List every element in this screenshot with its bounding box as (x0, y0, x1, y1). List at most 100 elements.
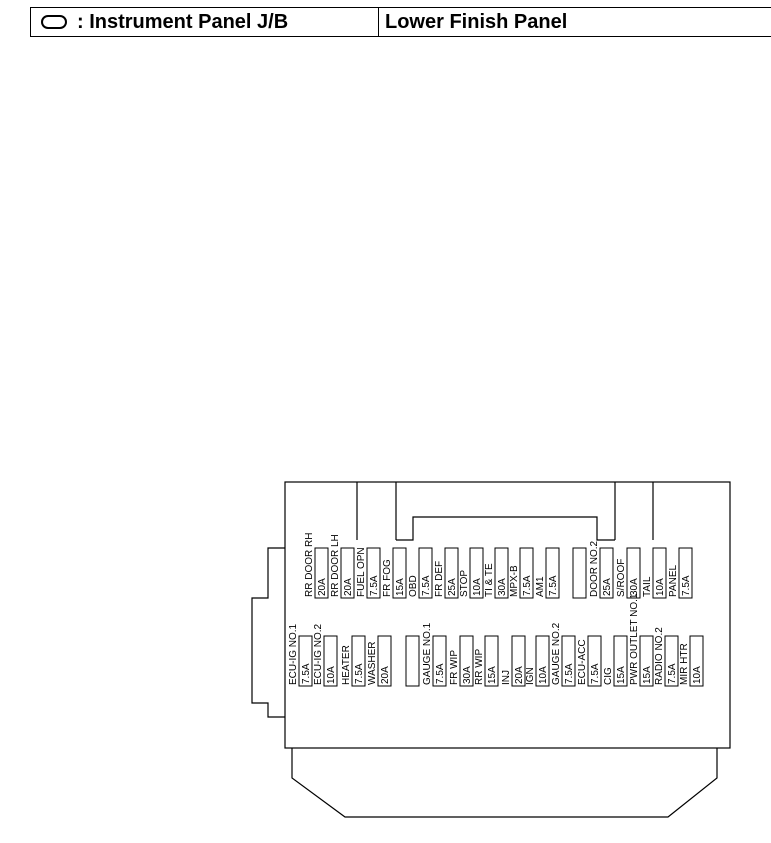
fuse-label: RR WIP (474, 649, 485, 685)
fuse-rating: 7.5A (354, 663, 365, 684)
fuse-label: GAUGE NO.1 (422, 622, 433, 685)
lower-tray (291, 748, 718, 818)
fuse-rating: 15A (642, 666, 653, 684)
panel-label: Lower Finish Panel (385, 10, 568, 33)
fuse-rating: 7.5A (548, 575, 559, 596)
fuse-label: CIG (603, 667, 614, 685)
fuse-slot (405, 635, 420, 687)
fuse-rating: 7.5A (667, 663, 678, 684)
fuse-slot (494, 547, 509, 599)
fuse-slot (444, 547, 459, 599)
panel-cell: Lower Finish Panel (379, 8, 567, 36)
fuse-slot (572, 547, 587, 599)
fuse-rating: 30A (629, 578, 640, 596)
side-bracket (251, 547, 285, 718)
fuse-slot (519, 547, 534, 599)
fuse-label: PWR OUTLET NO.1 (629, 593, 640, 685)
fuse-slot (392, 547, 407, 599)
fuse-rating: 10A (655, 578, 666, 596)
fuse-rating: 10A (538, 666, 549, 684)
fuse-slot (459, 635, 474, 687)
fuse-label: FR DEF (434, 561, 445, 597)
fuse-label: WASHER (367, 641, 378, 685)
fuse-rating: 25A (447, 578, 458, 596)
fuse-rating: 15A (487, 666, 498, 684)
fuse-label: TI & TE (484, 563, 495, 597)
fuse-rating: 20A (514, 666, 525, 684)
fuse-label: FR FOG (382, 559, 393, 597)
fuse-slot (469, 547, 484, 599)
block-body (284, 481, 731, 749)
fuse-rating: 10A (472, 578, 483, 596)
fuse-rating: 7.5A (522, 575, 533, 596)
fuse-slot (664, 635, 679, 687)
fuse-label: RR DOOR LH (330, 534, 341, 597)
fuse-label: OBD (408, 575, 419, 597)
fuse-rating: 7.5A (421, 575, 432, 596)
fuse-slot (314, 547, 329, 599)
fuse-bottom-5 (405, 635, 420, 687)
fuse-rating: 10A (692, 666, 703, 684)
fuse-slot (545, 547, 560, 599)
fuse-slot (587, 635, 602, 687)
fuse-rating: 15A (616, 666, 627, 684)
location-label: : Instrument Panel J/B (77, 10, 289, 33)
junction-block-outline (251, 481, 731, 818)
fuse-label: INJ (501, 670, 512, 685)
fuse-rating: 20A (317, 578, 328, 596)
fuse-label: MPX-B (509, 565, 520, 597)
fuse-rating: 7.5A (590, 663, 601, 684)
fuse-slot (323, 635, 338, 687)
fuse-slot (432, 635, 447, 687)
fuse-slot (639, 635, 654, 687)
fuse-slot (626, 547, 641, 599)
fuse-label: PANEL (668, 565, 679, 597)
fuse-slot (298, 635, 313, 687)
fuse-slot (613, 635, 628, 687)
fuse-slot (351, 635, 366, 687)
fuse-rating: 20A (343, 578, 354, 596)
location-cell: : Instrument Panel J/B (31, 8, 379, 36)
fuse-rating: 7.5A (369, 575, 380, 596)
location-header: : Instrument Panel J/B Lower Finish Pane… (30, 7, 771, 37)
fuse-slot (484, 635, 499, 687)
fuse-label: FR WIP (449, 650, 460, 685)
oval-icon (41, 15, 67, 29)
fuse-slot (561, 635, 576, 687)
fuse-label: RADIO NO.2 (654, 627, 665, 685)
fuse-slot (377, 635, 392, 687)
fuse-slot (678, 547, 693, 599)
fuse-label: TAIL (642, 576, 653, 597)
fuse-label: ECU-IG NO.1 (288, 623, 299, 685)
fuse-label: FUEL OPN (356, 547, 367, 597)
fuse-slot (340, 547, 355, 599)
fuse-rating: 30A (462, 666, 473, 684)
fuse-rating: 10A (326, 666, 337, 684)
fuse-label: ECU-IG NO.2 (313, 623, 324, 685)
fuse-rating: 15A (395, 578, 406, 596)
fuse-rating: 7.5A (435, 663, 446, 684)
fuse-top-11 (572, 547, 587, 599)
fuse-rating: 7.5A (301, 663, 312, 684)
fuse-slot (689, 635, 704, 687)
fuse-label: RR DOOR RH (304, 533, 315, 597)
fuse-slot (511, 635, 526, 687)
